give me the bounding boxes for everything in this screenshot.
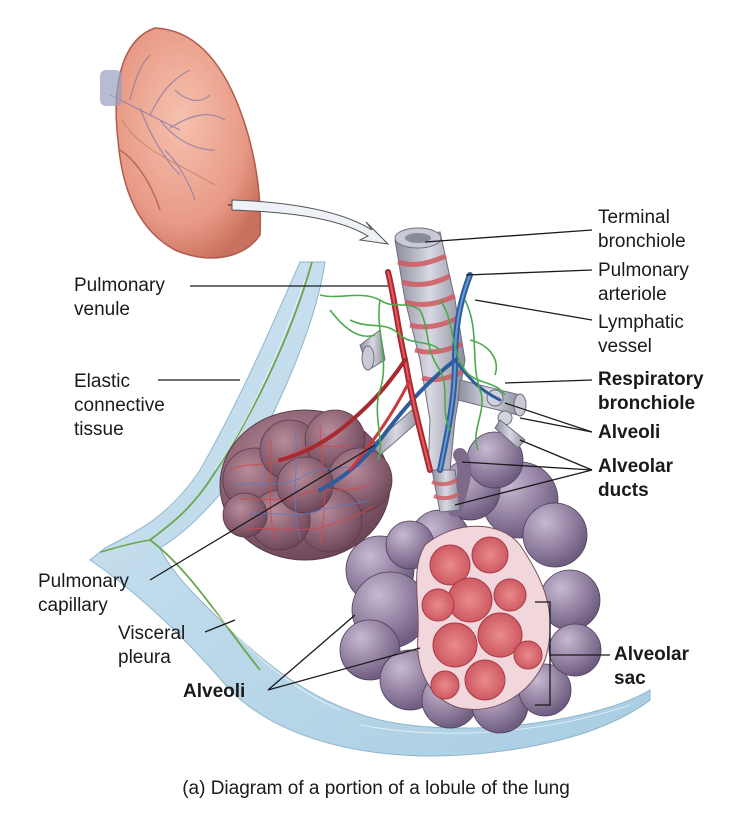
leader-lines — [149, 229, 610, 706]
label-pulmonary-venule: Pulmonary venule — [74, 274, 165, 322]
label-pulmonary-arteriole: Pulmonary arteriole — [598, 259, 689, 307]
label-alveolar-ducts-line1: Alveolar — [598, 456, 673, 477]
label-pulmonary-capillary-line2: capillary — [38, 595, 108, 616]
figure-caption: (a) Diagram of a portion of a lobule of … — [182, 778, 570, 799]
label-alveolar-sac-line2: sac — [614, 668, 646, 689]
label-lymphatic-vessel-line2: vessel — [598, 336, 652, 357]
label-elastic-connective-tissue-line3: tissue — [74, 419, 124, 440]
label-alveolar-ducts-line2: ducts — [598, 480, 649, 501]
label-alveolar-sac-line1: Alveolar — [614, 644, 689, 665]
label-lymphatic-vessel: Lymphatic vessel — [598, 311, 684, 359]
label-elastic-connective-tissue: Elastic connective tissue — [74, 370, 165, 442]
capillary-cluster — [219, 409, 393, 561]
label-terminal-bronchiole-line2: bronchiole — [598, 231, 686, 252]
label-elastic-connective-tissue-line1: Elastic — [74, 371, 130, 392]
label-pulmonary-venule-line2: venule — [74, 299, 130, 320]
label-alveoli-right: Alveoli — [598, 422, 661, 443]
label-pulmonary-venule-line1: Pulmonary — [74, 275, 165, 296]
pulmonary-venule — [278, 269, 433, 473]
label-alveolar-sac: Alveolar sac — [614, 643, 689, 691]
label-lymphatic-vessel-line1: Lymphatic — [598, 312, 684, 333]
label-visceral-pleura-line2: pleura — [118, 647, 171, 668]
label-pulmonary-capillary-line1: Pulmonary — [38, 571, 129, 592]
alveolar-sac-cluster — [339, 431, 602, 734]
label-respiratory-bronchiole-line2: bronchiole — [598, 393, 696, 414]
label-pulmonary-capillary: Pulmonary capillary — [38, 570, 129, 618]
label-pulmonary-arteriole-line2: arteriole — [598, 284, 667, 305]
visceral-pleura-band — [89, 261, 651, 757]
label-respiratory-bronchiole-line1: Respiratory — [598, 369, 704, 390]
lymphatic-vessel — [319, 294, 506, 461]
label-respiratory-bronchiole: Respiratory bronchiole — [598, 368, 704, 416]
whole-lung — [100, 27, 262, 259]
label-visceral-pleura: Visceral pleura — [118, 622, 185, 670]
label-pulmonary-arteriole-line1: Pulmonary — [598, 260, 689, 281]
label-alveolar-ducts: Alveolar ducts — [598, 455, 673, 503]
label-terminal-bronchiole-line1: Terminal — [598, 207, 670, 228]
label-alveoli-left: Alveoli — [183, 681, 246, 702]
label-terminal-bronchiole: Terminal bronchiole — [598, 206, 686, 254]
label-elastic-connective-tissue-line2: connective — [74, 395, 165, 416]
label-visceral-pleura-line1: Visceral — [118, 623, 186, 644]
